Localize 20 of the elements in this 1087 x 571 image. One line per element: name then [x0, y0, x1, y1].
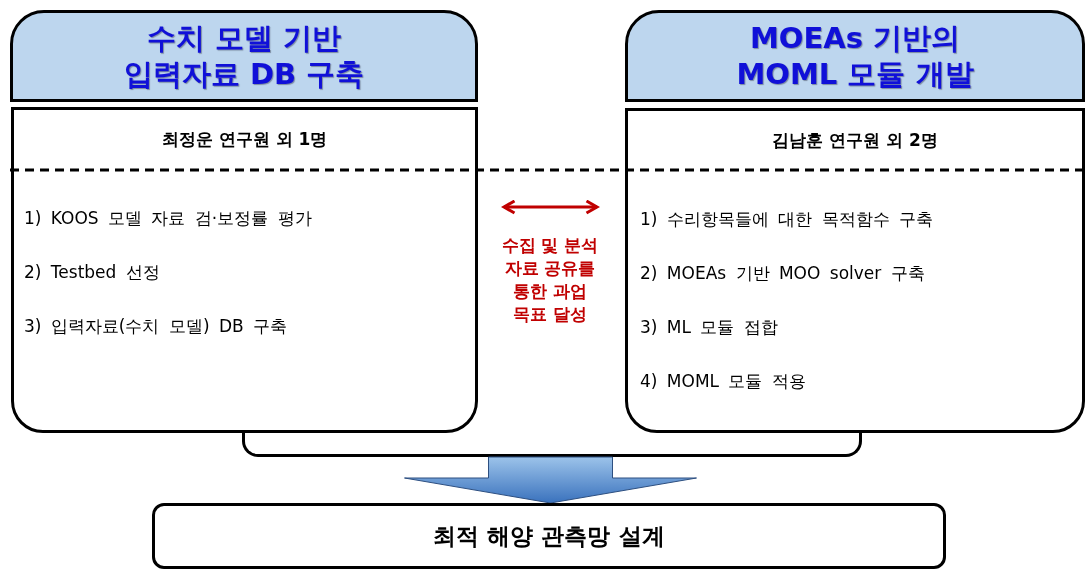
- task-panel: [625, 108, 1085, 433]
- task-item: 1) 수리항목들에 대한 목적함수 구축: [640, 208, 935, 231]
- header-title: 수치 모델 기반 입력자료 DB 구축: [122, 20, 366, 92]
- block-arrow: [404, 456, 697, 504]
- base-band: [242, 433, 862, 457]
- header-panel: [10, 10, 478, 102]
- result-box: [152, 503, 946, 569]
- double-arrow: [502, 199, 599, 215]
- result-title: 최적 해양 관측망 설계: [433, 521, 665, 551]
- task-item: 2) Testbed 선정: [24, 261, 161, 284]
- task-item: 3) ML 모듈 접합: [640, 316, 779, 339]
- header-title: MOEAs 기반의 MOML 모듈 개발: [735, 20, 975, 92]
- task-item: 1) KOOS 모델 자료 검·보정률 평가: [24, 207, 313, 230]
- researcher-name: 김남훈 연구원 외 2명: [772, 129, 938, 153]
- task-item: 3) 입력자료(수치 모델) DB 구축: [24, 315, 289, 338]
- header-panel: [625, 10, 1085, 102]
- task-panel: [11, 107, 478, 433]
- task-item: 4) MOML 모듈 적용: [640, 370, 807, 393]
- researcher-name: 최정운 연구원 외 1명: [161, 128, 328, 152]
- task-item: 2) MOEAs 기반 MOO solver 구축: [640, 262, 926, 285]
